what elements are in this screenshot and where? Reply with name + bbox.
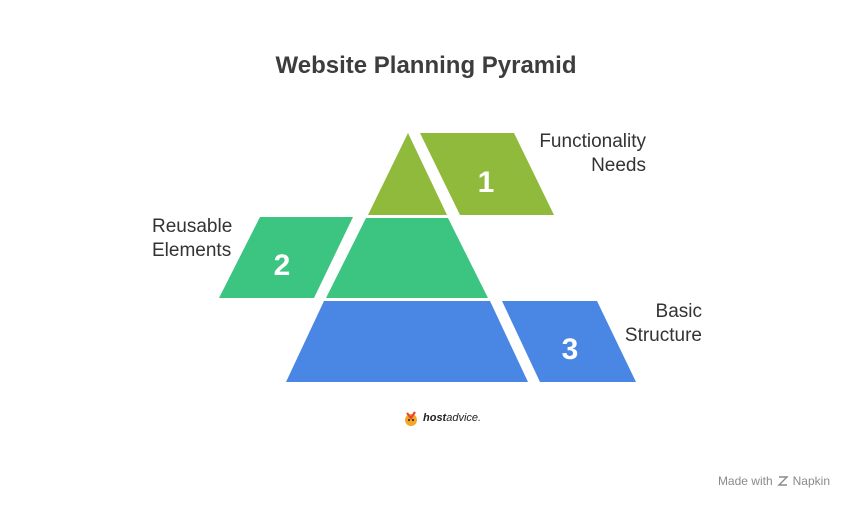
level-2-tab [219,217,353,298]
pyramid-top-level [368,133,447,215]
level-3-label-line2: Structure [624,325,702,346]
level-1-tab [420,133,554,215]
level-2-label-line2: Elements [152,240,232,261]
diagram-title: Website Planning Pyramid [275,52,577,79]
napkin-text: Napkin [792,474,830,488]
brand-rest: advice. [446,412,482,424]
level-1-label-line1: Functionality [539,131,646,152]
level-2-number: 2 [274,249,291,282]
pyramid-middle-level [326,218,488,298]
level-3-label: Basic Structure [560,300,702,348]
level-3-number: 3 [562,333,579,366]
level-1-label-line2: Needs [591,155,646,176]
level-1-number: 1 [478,166,495,199]
level-3-label-line1: Basic [655,301,702,322]
brand-bold: host [423,412,447,424]
hostadvice-icon [405,411,417,426]
level-1-label: Functionality Needs [500,130,646,178]
level-3-tab [502,301,636,382]
level-2-label: Reusable Elements [152,215,292,263]
hostadvice-wordmark: hostadvice. [423,412,481,424]
hostadvice-logo: hostadvice. [402,408,481,428]
napkin-icon [776,476,789,486]
pyramid-bottom-level [286,301,528,382]
level-2-label-line1: Reusable [152,216,233,237]
made-with-text: Made with [717,474,773,488]
made-with-napkin: Made with Napkin [718,474,830,488]
